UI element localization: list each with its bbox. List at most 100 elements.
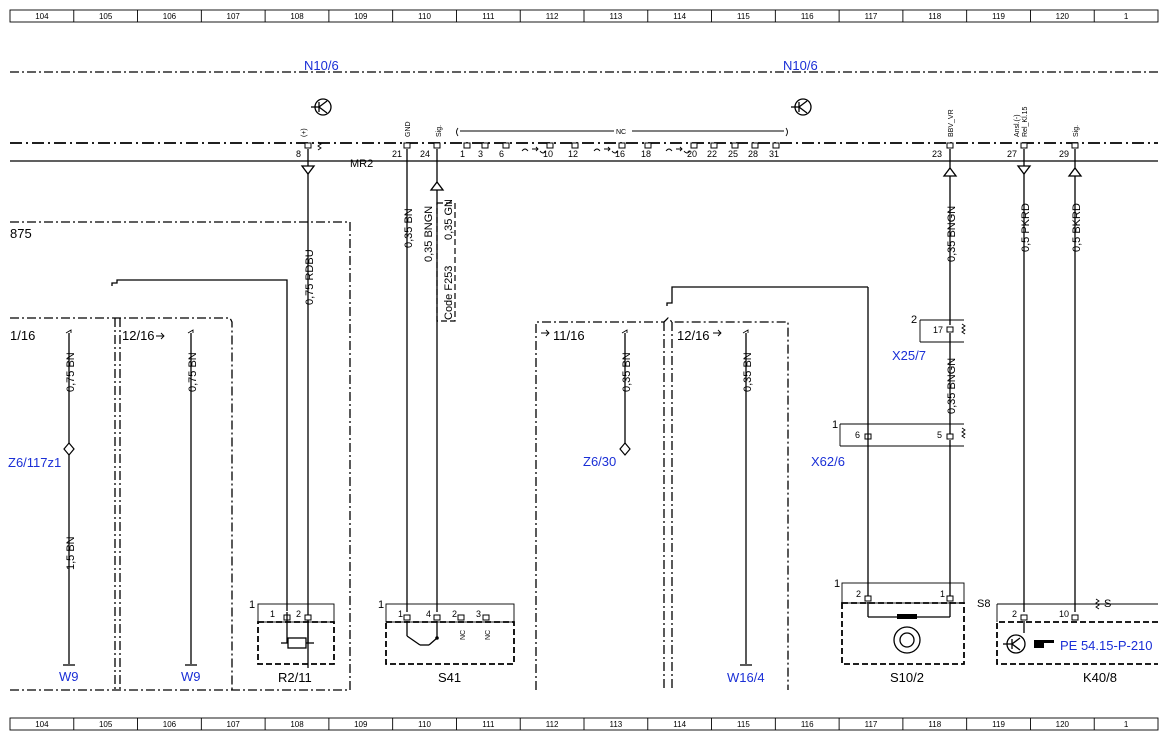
svg-text:Ansl.(-): Ansl.(-) (1014, 114, 1021, 137)
component-s10-2: 1 2 1 S10/2 (834, 578, 965, 685)
nc-pin-mark (772, 142, 780, 149)
pin-27: Ansl.(-) Rel_Kl.15 27 (1007, 107, 1032, 612)
grid-cell-top-104: 104 (35, 12, 49, 21)
svg-text:NC: NC (460, 630, 467, 640)
svg-text:23: 23 (932, 149, 942, 159)
twisted-pair-icon (665, 146, 691, 154)
grid-cell-bottom-111: 111 (482, 720, 495, 729)
svg-text:0,35 BNGN: 0,35 BNGN (423, 206, 435, 262)
svg-text:0,35 BNGN: 0,35 BNGN (946, 206, 958, 262)
svg-text:K40/8: K40/8 (1083, 670, 1117, 685)
svg-text:5: 5 (937, 430, 942, 440)
connector-x25-7: 2 17 X25/7 (892, 314, 966, 436)
nc-pin-mark (710, 142, 718, 149)
svg-text:Rel_Kl.15: Rel_Kl.15 (1022, 107, 1029, 137)
svg-text:24: 24 (420, 149, 430, 159)
grid-cell-bottom-115: 115 (737, 720, 750, 729)
svg-text:0,35 BN: 0,35 BN (621, 352, 633, 392)
grid-cell-top-113: 113 (610, 12, 623, 21)
svg-text:0,35 BN: 0,35 BN (403, 208, 415, 248)
grid-cell-bottom-116: 116 (801, 720, 814, 729)
svg-text:1,5 BN: 1,5 BN (65, 536, 77, 570)
svg-text:0,35 BNGN: 0,35 BNGN (946, 358, 958, 414)
ground-w9-b[interactable]: W9 (181, 669, 201, 684)
svg-text:1: 1 (249, 599, 255, 611)
svg-text:11/16: 11/16 (553, 328, 585, 343)
svg-text:2: 2 (911, 314, 917, 326)
nc-pin-3: 3 (478, 149, 483, 159)
svg-text:29: 29 (1059, 149, 1069, 159)
nc-pin-10: 10 (543, 149, 553, 159)
svg-text:0,75 RDBU: 0,75 RDBU (304, 249, 316, 305)
module-label-n10-6-right[interactable]: N10/6 (783, 58, 818, 73)
nc-pin-28: 28 (748, 149, 758, 159)
svg-text:27: 27 (1007, 149, 1017, 159)
nc-pin-mark (751, 142, 759, 149)
connector-label-x62-6[interactable]: X62/6 (811, 454, 845, 469)
nc-pin-mark (571, 142, 579, 149)
grid-cell-bottom-118: 118 (928, 720, 941, 729)
component-k40-8: S8 S 2 10 PE 54.15-P-210 K40/8 (977, 598, 1158, 685)
svg-text:GND: GND (405, 121, 412, 137)
nc-pin-mark (731, 142, 739, 149)
grid-cell-bottom-113: 113 (610, 720, 623, 729)
component-s41: 1 1 4 2 3 NC NC S41 (378, 599, 515, 685)
grid-cell-bottom-112: 112 (546, 720, 559, 729)
node-z6-30[interactable]: Z6/30 (583, 454, 616, 469)
reference-link[interactable]: PE 54.15-P-210 (1060, 638, 1153, 653)
svg-text:1: 1 (832, 419, 838, 431)
grid-cell-top-118: 118 (928, 12, 941, 21)
transistor-icon (311, 98, 332, 116)
ground-w9-a[interactable]: W9 (59, 669, 79, 684)
svg-text:NC: NC (485, 630, 492, 640)
pin-21: GND 21 (392, 121, 412, 612)
svg-text:1/16: 1/16 (10, 328, 35, 343)
ground-w16-4[interactable]: W16/4 (727, 670, 765, 685)
grid-cell-bottom-106: 106 (163, 720, 177, 729)
svg-text:21: 21 (392, 149, 402, 159)
node-z6-117z1[interactable]: Z6/117z1 (8, 455, 61, 470)
grid-cell-top-114: 114 (673, 12, 686, 21)
grid-cell-bottom-107: 107 (227, 720, 241, 729)
svg-text:0,35 BN: 0,35 BN (742, 352, 754, 392)
svg-text:1: 1 (834, 578, 840, 590)
nc-pin-22: 22 (707, 149, 717, 159)
nc-pin-18: 18 (641, 149, 651, 159)
grid-cell-bottom-119: 119 (992, 720, 1005, 729)
svg-text:Sig.: Sig. (1073, 125, 1080, 137)
svg-text:0,5 PKRD: 0,5 PKRD (1020, 203, 1032, 252)
grid-cell-top-108: 108 (290, 12, 304, 21)
svg-text:0,35 GN: 0,35 GN (443, 199, 455, 240)
svg-text:2: 2 (296, 609, 301, 619)
nc-pin-1: 1 (460, 149, 465, 159)
svg-text:(+): (+) (301, 128, 308, 137)
nc-pin-mark (463, 142, 471, 149)
grid-cell-top-109: 109 (354, 12, 368, 21)
svg-text:2: 2 (1012, 609, 1017, 619)
grid-cell-top-119: 119 (992, 12, 1005, 21)
grid-cell-bottom-108: 108 (290, 720, 304, 729)
transistor-icon (791, 98, 812, 116)
pin-24: Sig. 24 (420, 125, 445, 612)
nc-pin-12: 12 (568, 149, 578, 159)
module-label-n10-6-left[interactable]: N10/6 (304, 58, 339, 73)
svg-text:17: 17 (933, 325, 943, 335)
left-variant-region: 875 1/16 12/16 Z6/117z1 W9 W9 (8, 221, 351, 691)
grid-cell-top-115: 115 (737, 12, 750, 21)
nc-pin-16: 16 (615, 149, 625, 159)
svg-text:1: 1 (398, 609, 403, 619)
grid-cell-top-105: 105 (99, 12, 113, 21)
nc-pin-mark (644, 142, 652, 149)
grid-cell-bottom-117: 117 (865, 720, 878, 729)
grid-cell-top-1: 1 (1124, 12, 1129, 21)
twisted-pair-icon (521, 146, 547, 154)
svg-text:1: 1 (270, 609, 275, 619)
svg-text:S41: S41 (438, 670, 461, 685)
grid-cell-top-106: 106 (163, 12, 177, 21)
connector-label-x25-7[interactable]: X25/7 (892, 348, 926, 363)
pin-29: Sig. 29 (1059, 125, 1083, 612)
grid-cell-top-110: 110 (418, 12, 431, 21)
nc-pin-mark (690, 142, 698, 149)
svg-text:0,5 BKRD: 0,5 BKRD (1071, 203, 1083, 252)
